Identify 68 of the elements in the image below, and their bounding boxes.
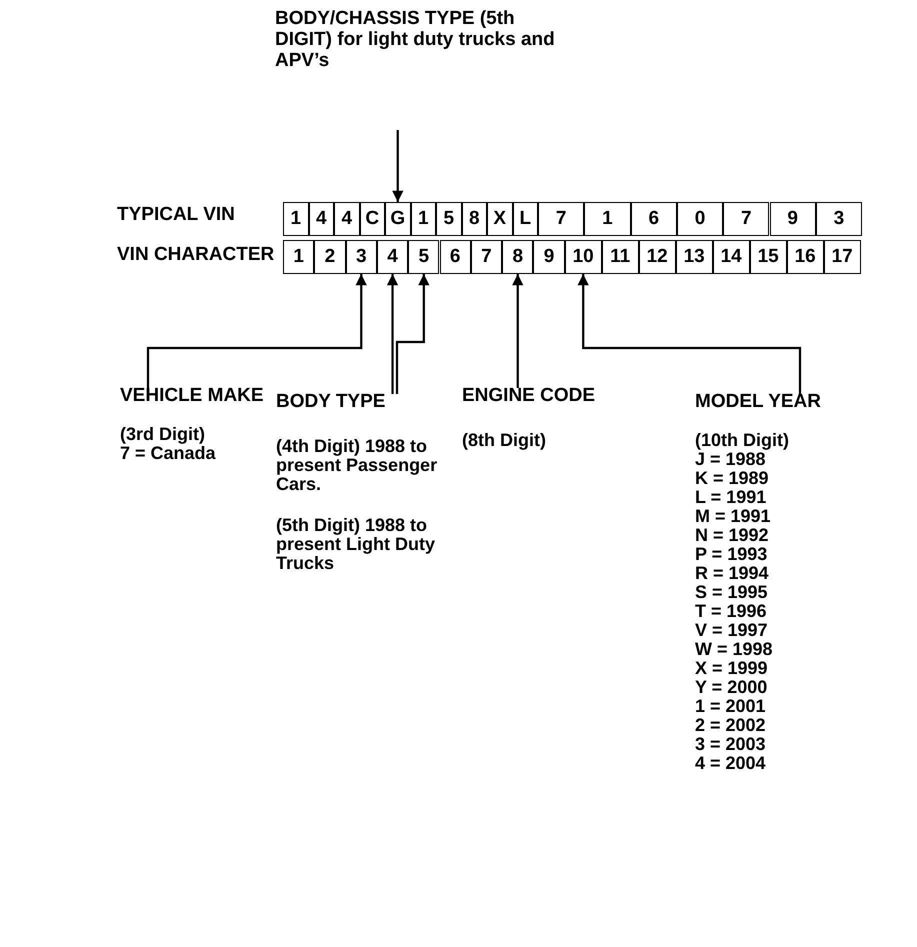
code-entry: P = 1993 — [695, 545, 768, 564]
position-number-cell: 11 — [602, 240, 639, 274]
description-text: (4th Digit) 1988 to present Passenger Cars. — [276, 437, 438, 494]
code-entry: V = 1997 — [695, 621, 769, 640]
code-entry: 1 = 2001 — [695, 697, 767, 716]
code-entry: W = 1998 — [695, 640, 774, 659]
vin-character-cell: 1 — [410, 202, 436, 236]
vin-character-cell: 7 — [538, 202, 584, 236]
vin-character-cell: 9 — [770, 202, 816, 236]
code-entry: Y = 2000 — [695, 678, 768, 697]
position-number-cell: 4 — [376, 240, 408, 274]
vin-character-cell: X — [487, 202, 512, 236]
code-entry: S = 1995 — [695, 583, 769, 602]
arrow — [396, 274, 430, 394]
vin-character-cell: C — [360, 202, 385, 236]
position-number-cell: 3 — [346, 240, 377, 274]
position-number-cell: 2 — [314, 240, 346, 274]
position-number-cell: 9 — [533, 240, 565, 274]
arrow — [512, 274, 524, 388]
code-entry: T = 1996 — [695, 602, 768, 621]
position-number-cell: 17 — [824, 240, 861, 274]
vin-character-cell: L — [512, 202, 538, 236]
row-label: VIN CHARACTER — [117, 244, 274, 266]
arrow — [578, 274, 802, 394]
vin-character-cell: 1 — [584, 202, 631, 236]
code-entry: R = 1994 — [695, 564, 770, 583]
position-number-cell: 8 — [502, 240, 534, 274]
position-number-cell: 16 — [786, 240, 824, 274]
arrow — [146, 274, 367, 388]
position-number-cell: 13 — [676, 240, 713, 274]
position-number-cell: 15 — [750, 240, 787, 274]
position-number-cell: 14 — [712, 240, 750, 274]
vin-character-cell: 8 — [462, 202, 487, 236]
arrow — [386, 274, 398, 394]
vin-character-cell: 7 — [723, 202, 770, 236]
vin-character-cell: 0 — [676, 202, 724, 236]
code-entry: M = 1991 — [695, 507, 772, 526]
position-number-cell: 12 — [638, 240, 676, 274]
code-entry: 3 = 2003 — [695, 735, 767, 754]
code-entry: L = 1991 — [695, 488, 768, 507]
position-number-cell: 1 — [283, 240, 314, 274]
vin-character-cell: 6 — [630, 202, 677, 236]
vin-character-cell: 3 — [816, 202, 862, 236]
heading-text: MODEL YEAR — [695, 392, 822, 411]
description-text: (5th Digit) 1988 to present Light Duty Trucks — [276, 516, 436, 573]
code-entry: X = 1999 — [695, 659, 769, 678]
position-number-cell: 7 — [470, 240, 502, 274]
description-text: (3rd Digit) — [120, 425, 206, 444]
description-text: (8th Digit) — [462, 431, 547, 450]
code-entry: 2 = 2002 — [695, 716, 767, 735]
code-entry: J = 1988 — [695, 450, 766, 469]
heading-text: ENGINE CODE — [462, 386, 596, 405]
position-number-cell: 5 — [408, 240, 440, 274]
vin-character-cell: 1 — [283, 202, 308, 236]
code-entry: K = 1989 — [695, 469, 770, 488]
position-number-cell: 10 — [564, 240, 602, 274]
vin-character-cell: 4 — [308, 202, 334, 236]
code-entry: 4 = 2004 — [695, 754, 767, 773]
arrow — [392, 130, 404, 202]
heading-text: BODY TYPE — [276, 392, 386, 411]
position-number-cell: 6 — [440, 240, 471, 274]
vin-character-cell: G — [385, 202, 410, 236]
vin-character-cell: 5 — [436, 202, 462, 236]
vin-character-cell: 4 — [334, 202, 360, 236]
row-label: TYPICAL VIN — [117, 204, 235, 226]
description-text: (10th Digit) — [695, 431, 790, 450]
heading-text: BODY/CHASSIS TYPE (5th DIGIT) for light duty trucks and APV’s — [275, 8, 556, 71]
code-entry: N = 1992 — [695, 526, 770, 545]
